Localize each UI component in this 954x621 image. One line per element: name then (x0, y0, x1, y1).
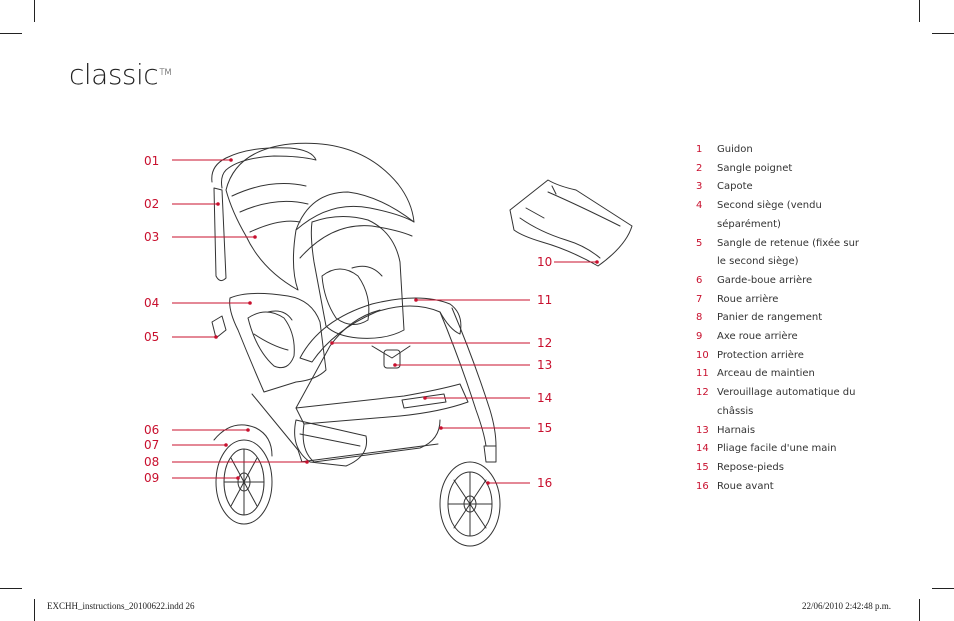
callout-number: 14 (537, 391, 553, 405)
legend-number: 16 (696, 480, 709, 492)
fold-handle (401, 393, 447, 409)
legend-number: 12 (696, 387, 709, 399)
legend-number: 4 (696, 200, 703, 212)
wrist-strap (213, 187, 227, 282)
legend-item: 7 Roue arrière (696, 291, 887, 310)
callout-number: 04 (144, 296, 160, 310)
crop-mark (919, 0, 920, 22)
callout-number: 09 (144, 471, 160, 485)
callout-number: 05 (144, 330, 160, 344)
rear-protection (509, 179, 633, 267)
callout-number: 10 (537, 255, 553, 269)
legend-item: 8 Panier de rangement (696, 309, 887, 328)
legend-number: 2 (696, 162, 703, 174)
callout-number: 07 (144, 438, 160, 452)
crop-mark (932, 33, 954, 34)
callout-number: 11 (537, 293, 553, 307)
legend-number: 13 (696, 424, 709, 436)
legend-item: 5 Sangle de retenue (fixée sur le second … (696, 235, 887, 272)
callout-number: 01 (144, 154, 160, 168)
parts-legend: 1 Guidon 2 Sangle poignet 3 Capote 4 Second … (696, 141, 887, 496)
legend-number: 8 (696, 312, 703, 324)
legend-item: 10 Protection arrière (696, 347, 887, 366)
legend-label: Repose-pieds (717, 461, 784, 473)
legend-number: 9 (696, 331, 703, 343)
legend-item: 11 Arceau de maintien (696, 365, 887, 384)
callout-number: 08 (144, 455, 160, 469)
bumper-bar (299, 297, 462, 363)
legend-label: Roue avant (717, 480, 774, 492)
footer-timestamp: 22/06/2010 2:42:48 p.m. (802, 601, 892, 611)
legend-label: Arceau de maintien (717, 368, 815, 380)
legend-label: Guidon (717, 144, 753, 155)
legend-item: 13 Harnais (696, 422, 887, 441)
legend-label: Axe roue arrière (717, 331, 798, 343)
legend-label: Panier de rangement (717, 312, 823, 324)
legend-item: 16 Roue avant (696, 478, 887, 497)
callout-number: 02 (144, 197, 160, 211)
legend-item: 2 Sangle poignet (696, 160, 887, 179)
front-wheel (439, 461, 501, 547)
callout-number: 13 (537, 358, 553, 372)
callout-number: 15 (537, 421, 553, 435)
page-title: classicTM (69, 58, 172, 91)
rear-wheel (215, 439, 273, 525)
legend-number: 15 (696, 461, 709, 473)
legend-label: Harnais (717, 424, 756, 436)
legend-label: Capote (717, 181, 753, 193)
crop-mark (0, 33, 22, 34)
callout-number: 06 (144, 423, 160, 437)
callout-number: 03 (144, 230, 160, 244)
crop-mark (932, 588, 954, 589)
storage-basket (294, 419, 368, 467)
legend-number: 10 (696, 349, 709, 361)
legend-item: 15 Repose-pieds (696, 459, 887, 478)
legend-item: 12 Verouillage automatique du châssis (696, 384, 887, 421)
legend-label: Second siège (vendu séparément) (717, 200, 822, 230)
legend-label: Sangle de retenue (fixée sur le second s… (717, 237, 860, 268)
legend-number: 11 (696, 368, 709, 380)
legend-number: 7 (696, 293, 703, 305)
legend-number: 14 (696, 443, 709, 455)
trademark-mark: TM (159, 68, 172, 78)
legend-number: 6 (696, 274, 703, 286)
harness-buckle (383, 349, 401, 369)
legend-item: 9 Axe roue arrière (696, 328, 887, 347)
second-seat (229, 292, 327, 393)
legend-label: Sangle poignet (717, 162, 793, 174)
callout-number: 12 (537, 336, 553, 350)
handlebar (211, 147, 317, 189)
crop-mark (34, 0, 35, 22)
canopy (225, 142, 415, 291)
crop-mark (0, 588, 22, 589)
legend-item: 1 Guidon (696, 141, 887, 160)
callout-number: 16 (537, 476, 553, 490)
legend-label: Pliage facile d'une main (717, 443, 837, 455)
legend-item: 6 Garde-boue arrière (696, 272, 887, 291)
legend-number: 3 (696, 181, 703, 193)
title-text: classic (69, 58, 159, 91)
legend-label: Verouillage automatique du châssis (717, 387, 856, 417)
legend-number: 1 (696, 144, 703, 155)
legend-number: 5 (696, 237, 703, 249)
legend-item: 3 Capote (696, 178, 887, 197)
legend-label: Roue arrière (717, 293, 779, 305)
legend-label: Garde-boue arrière (717, 274, 813, 286)
legend-item: 4 Second siège (vendu séparément) (696, 197, 887, 234)
crop-mark (919, 599, 920, 621)
crop-mark (34, 599, 35, 621)
legend-label: Protection arrière (717, 349, 804, 361)
legend-item: 14 Pliage facile d'une main (696, 440, 887, 459)
frame (251, 309, 381, 463)
footer-filename: EXCHH_instructions_20100622.indd 26 (47, 601, 195, 611)
